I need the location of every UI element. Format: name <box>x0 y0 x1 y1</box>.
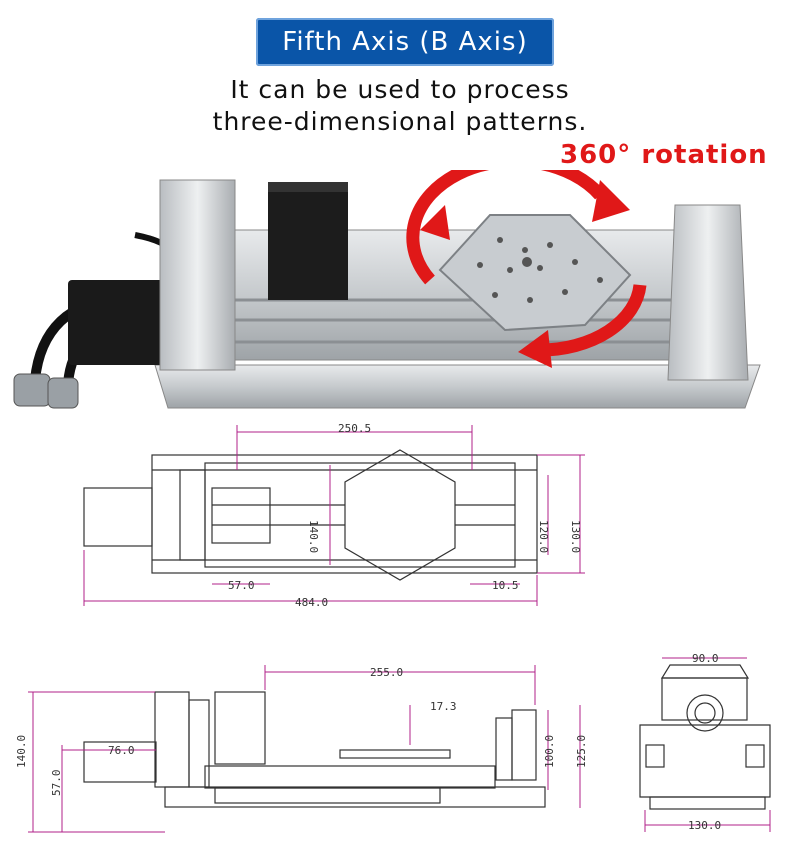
dim-height-c: 130.0 <box>569 520 582 553</box>
rotation-label: 360° rotation <box>560 140 768 170</box>
dim-side-height-low: 57.0 <box>50 770 63 797</box>
dim-side-height-total: 140.0 <box>15 735 28 768</box>
dim-length: 484.0 <box>295 596 328 609</box>
dim-right-offset: 10.5 <box>492 579 519 592</box>
dim-width-a: 250.5 <box>338 422 371 435</box>
dim-height-a: 140.0 <box>307 520 320 553</box>
dim-side-width: 255.0 <box>370 666 403 679</box>
description: It can be used to process three-dimensio… <box>150 74 650 138</box>
title-text: Fifth Axis (B Axis) <box>282 27 528 57</box>
title-badge: Fifth Axis (B Axis) <box>256 18 554 66</box>
dim-end-top: 90.0 <box>692 652 719 665</box>
dim-side-left-offset: 76.0 <box>108 744 135 757</box>
dim-height-b: 120.0 <box>537 520 550 553</box>
dim-end-bottom: 130.0 <box>688 819 721 832</box>
dim-left-offset: 57.0 <box>228 579 255 592</box>
dim-side-height-mid: 100.0 <box>543 735 556 768</box>
description-line-1: It can be used to process <box>230 75 570 104</box>
dim-side-height-hi: 125.0 <box>575 735 588 768</box>
description-line-2: three-dimensional patterns. <box>212 107 588 136</box>
product-photo <box>13 170 761 409</box>
dim-side-offset: 17.3 <box>430 700 457 713</box>
